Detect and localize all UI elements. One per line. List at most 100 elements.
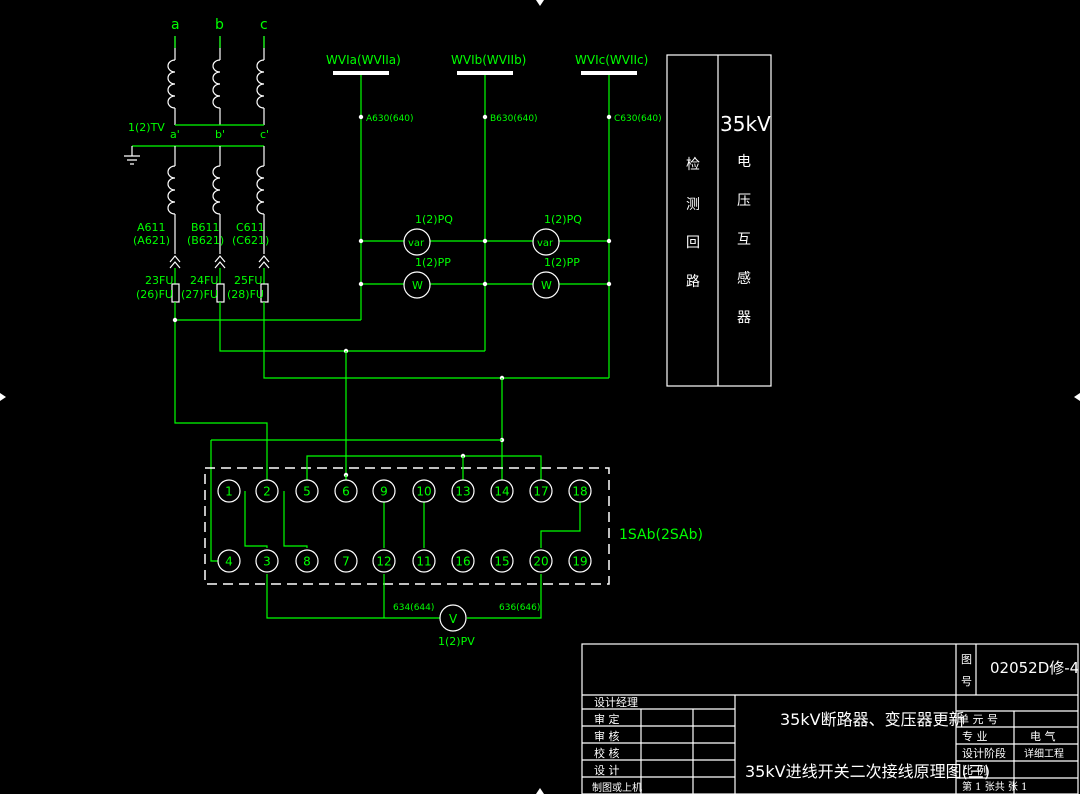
svg-text:1(2)PQ: 1(2)PQ	[544, 213, 582, 226]
svg-text:单 元 号: 单 元 号	[958, 713, 998, 726]
terminal-6	[334, 479, 358, 503]
terminal-11	[412, 549, 436, 573]
pt-secondary-windings	[167, 146, 265, 254]
phase-a-label: a	[171, 17, 180, 33]
fuses: 23FU (26)FU 24FU (27)FU 25FU (28)FU	[136, 274, 269, 303]
wire-634: 634(644)	[393, 603, 434, 613]
svg-text:设 计: 设 计	[594, 764, 620, 777]
drawing-number: 02052D修-4	[990, 659, 1079, 677]
phase-leads	[174, 36, 265, 48]
wire-c630: C630(640)	[614, 114, 662, 124]
side-box: 35kV 检 测 回 路 电 压 互 感 器	[666, 54, 772, 387]
w-meter-1	[403, 271, 431, 299]
drawing-title: 35kV进线开关二次接线原理图(三)	[745, 762, 990, 781]
svg-text:24FU: 24FU	[190, 274, 218, 287]
switch-1sab: 1SAb(2SAb)	[204, 467, 703, 585]
terminal-label-18: 18	[572, 485, 587, 499]
wire-636: 636(646)	[499, 603, 540, 613]
side-box-right-text: 电 压 互 感 器	[737, 154, 751, 326]
pt-wire-labels: A611 (A621) B611 (B621) C611 (C621)	[133, 221, 269, 247]
w-meter-2	[532, 271, 560, 299]
svg-text:图: 图	[961, 653, 972, 666]
terminal-20	[529, 549, 553, 573]
phase-b-label: b	[215, 17, 224, 33]
svg-text:回: 回	[686, 235, 700, 251]
terminal-label-15: 15	[494, 555, 509, 569]
terminal-4	[217, 549, 241, 573]
svg-text:互: 互	[737, 232, 751, 248]
svg-text:感: 感	[737, 270, 751, 287]
svg-text:var: var	[408, 238, 425, 249]
pt-secondary-c: c'	[260, 128, 269, 141]
terminal-label-6: 6	[342, 485, 350, 499]
bus-b-label: WVIb(WVIIb)	[451, 53, 526, 67]
svg-text:压: 压	[737, 193, 751, 209]
terminal-label-19: 19	[572, 555, 587, 569]
svg-text:设计经理: 设计经理	[594, 696, 638, 709]
svg-text:制图或上机: 制图或上机	[592, 781, 642, 794]
svg-text:号: 号	[961, 675, 972, 688]
svg-text:(28)FU: (28)FU	[227, 288, 264, 301]
pt-label: 1(2)TV	[128, 121, 165, 134]
svg-text:W: W	[412, 279, 423, 292]
svg-text:1(2)PP: 1(2)PP	[415, 256, 451, 269]
svg-text:审 定: 审 定	[594, 712, 620, 726]
wire-b630: B630(640)	[490, 114, 538, 124]
terminal-label-2: 2	[263, 485, 271, 499]
svg-text:路: 路	[686, 274, 700, 290]
terminal-label-8: 8	[303, 555, 311, 569]
pt-secondary-b: b'	[215, 128, 225, 141]
terminal-label-9: 9	[380, 485, 388, 499]
terminal-label-17: 17	[533, 485, 548, 499]
terminal-19	[568, 549, 592, 573]
svg-text:1(2)PP: 1(2)PP	[544, 256, 580, 269]
terminal-label-7: 7	[342, 555, 350, 569]
terminal-9	[372, 479, 396, 503]
svg-text:23FU: 23FU	[145, 274, 173, 287]
svg-text:详细工程: 详细工程	[1024, 747, 1064, 760]
terminal-12	[372, 549, 396, 573]
terminal-label-11: 11	[416, 555, 431, 569]
terminal-label-16: 16	[455, 555, 470, 569]
svg-text:W: W	[541, 279, 552, 292]
svg-text:25FU: 25FU	[234, 274, 262, 287]
pt-secondary-a: a'	[170, 128, 180, 141]
ground-symbol	[124, 145, 264, 165]
terminal-18	[568, 479, 592, 503]
title-block: 图 号 02052D修-4 设计经理 审 定 审 核 校 核 设 计 制图或上机…	[581, 643, 1079, 794]
voltmeter: V 1(2)PV 634(644) 636(646)	[393, 603, 540, 648]
phase-labels: a b c	[171, 17, 268, 33]
terminal-label-4: 4	[225, 555, 233, 569]
terminal-label-20: 20	[533, 555, 548, 569]
terminal-label-3: 3	[263, 555, 271, 569]
terminal-7	[334, 549, 358, 573]
terminal-label-13: 13	[455, 485, 470, 499]
terminal-5	[295, 479, 319, 503]
wire-c611: C611	[236, 221, 265, 234]
var-meter-1	[403, 228, 431, 256]
terminal-label-1: 1	[225, 485, 233, 499]
side-box-title: 35kV	[720, 112, 771, 136]
wire-a611: A611	[137, 221, 166, 234]
svg-text:(27)FU: (27)FU	[181, 288, 218, 301]
terminal-label-10: 10	[416, 485, 431, 499]
terminal-17	[529, 479, 553, 503]
wire-b611: B611	[191, 221, 220, 234]
svg-text:检: 检	[686, 157, 700, 173]
svg-text:校 核: 校 核	[594, 746, 620, 760]
fuse-to-bus-wiring	[172, 302, 609, 562]
wire-b621: (B621)	[187, 234, 224, 247]
svg-text:V: V	[449, 612, 458, 626]
wire-a621: (A621)	[133, 234, 170, 247]
svg-text:var: var	[537, 238, 554, 249]
terminal-10	[412, 479, 436, 503]
svg-text:测: 测	[686, 197, 700, 213]
terminal-2	[255, 479, 279, 503]
bus-c-label: WVIc(WVIIc)	[575, 53, 648, 67]
terminal-13	[451, 479, 475, 503]
var-meter-2	[532, 228, 560, 256]
voltmeter-label: 1(2)PV	[438, 635, 475, 648]
connector-symbols	[169, 255, 270, 284]
